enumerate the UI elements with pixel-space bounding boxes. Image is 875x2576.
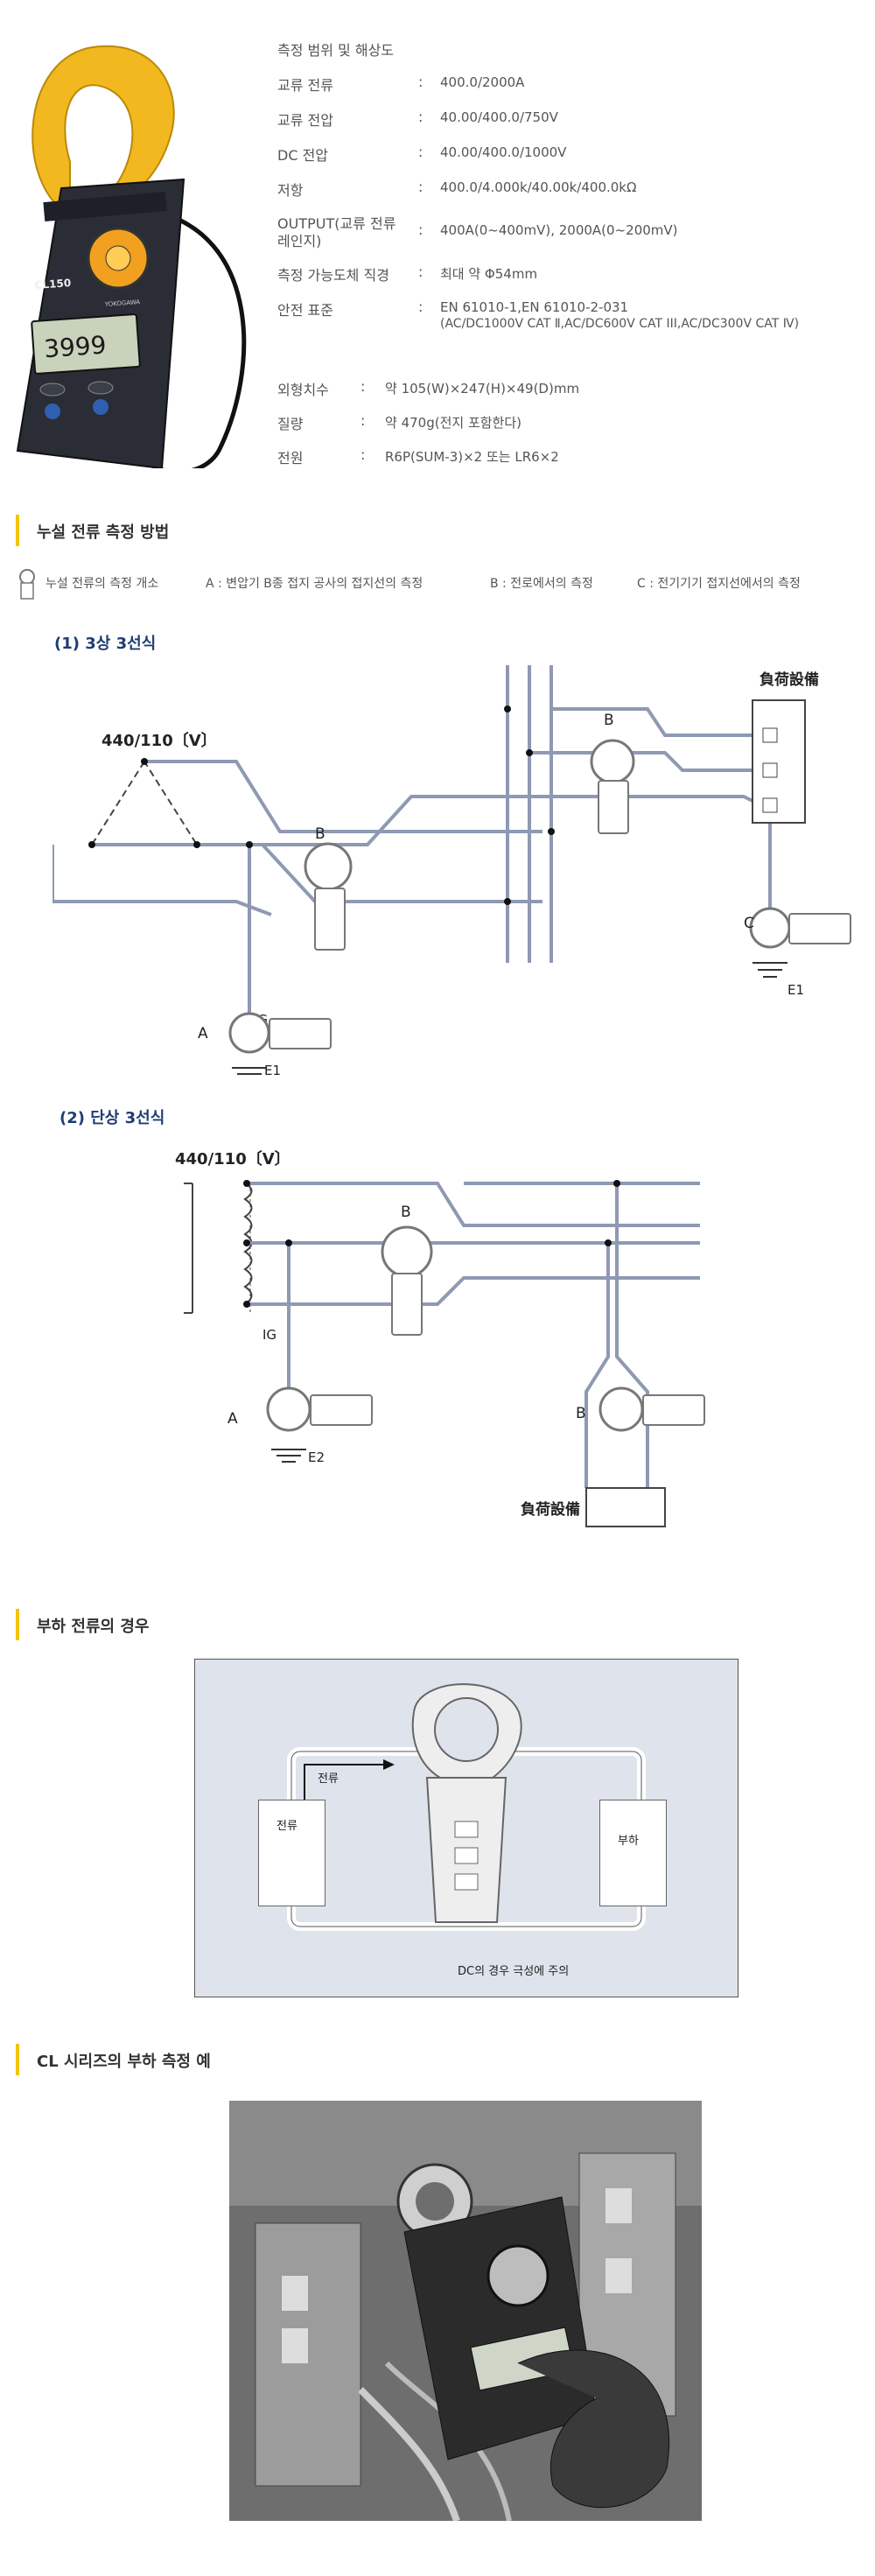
- legend-c: C : 전기기기 접지선에서의 측정: [637, 577, 801, 591]
- spec-value-mass: 약 470g(전지 포함한다): [385, 415, 522, 431]
- spec-value-ac-voltage: 40.00/400.0/750V: [440, 109, 558, 125]
- spec-value-ac-current: 400.0/2000A: [440, 74, 525, 90]
- single-phase-diagram: 440/110〔V〕 B B 負荷設備 IG A E2: [175, 1150, 705, 1527]
- example-section-heading: CL 시리즈의 부하 측정 예: [16, 2044, 211, 2075]
- load-box: 부하: [599, 1800, 667, 1906]
- example-photo: [229, 2101, 702, 2521]
- spec-label-ac-voltage: 교류 전압: [277, 112, 333, 129]
- spec-colon: :: [418, 109, 424, 125]
- source-box-label: 전류: [276, 1820, 298, 1833]
- spec-colon: :: [418, 221, 424, 238]
- spec-colon: :: [418, 179, 424, 195]
- clamp-meter-image: CL150 YOKOGAWA 3999: [16, 46, 247, 468]
- single-phase-subheading: (2) 단상 3선식: [60, 1109, 165, 1127]
- spec-heading: 측정 범위 및 해상도: [277, 42, 395, 59]
- spec-value-safety: EN 61010-1,EN 61010-2-031: [440, 299, 629, 315]
- spec-label-diameter: 측정 가능도체 직경: [277, 267, 389, 284]
- load-label: 負荷設備: [760, 670, 819, 689]
- source-box: 전류: [258, 1800, 326, 1906]
- load-current-diagram: 전류 전류 부하 DC의 경우 극성에 주의: [194, 1659, 738, 1997]
- leak-legend: 누설 전류의 측정 개소 A : 변압기 B종 접지 공사의 접지선의 측정 B…: [18, 569, 858, 600]
- spec-colon: :: [360, 378, 366, 395]
- spec-value-power: R6P(SUM-3)×2 또는 LR6×2: [385, 449, 559, 465]
- clamp-b-label: B: [576, 1405, 586, 1422]
- spec-value-dc-voltage: 40.00/400.0/1000V: [440, 144, 567, 160]
- spec-label-ac-current: 교류 전류: [277, 77, 333, 94]
- clamp-c-label: C: [744, 915, 754, 932]
- clamp-a-label: A: [198, 1025, 208, 1042]
- single-phase-wires: [247, 1182, 700, 1488]
- three-phase-wires: [52, 665, 772, 1015]
- spec-value-safety-line2: (AC/DC1000V CAT Ⅱ,AC/DC600V CAT III,AC/D…: [440, 317, 800, 331]
- clamp-b-label: B: [315, 825, 326, 843]
- ig-label: IG: [262, 1327, 276, 1343]
- spec-label-mass: 질량: [277, 416, 304, 432]
- load-section-title: 부하 전류의 경우: [37, 1618, 150, 1636]
- leak-section-heading: 누설 전류 측정 방법: [16, 515, 169, 546]
- voltage-label: 440/110〔V〕: [102, 732, 217, 750]
- spec-value-resistance: 400.0/4.000k/40.00k/400.0kΩ: [440, 179, 637, 195]
- legend-b: B : 전로에서의 측정: [490, 577, 593, 591]
- clamp-b-label: B: [401, 1204, 411, 1221]
- clamp-b-label: B: [604, 712, 614, 729]
- earth-e1-label: E1: [264, 1063, 281, 1077]
- spec-label-dc-voltage: DC 전압: [277, 147, 329, 164]
- load-section-heading: 부하 전류의 경우: [16, 1609, 149, 1640]
- meter-display: 3999: [43, 330, 107, 363]
- clamp-a-label: A: [228, 1410, 238, 1428]
- polarity-note: DC의 경우 극성에 주의: [458, 1965, 570, 1978]
- spec-label-dimensions: 외형치수: [277, 382, 329, 398]
- spec-colon: :: [418, 298, 424, 315]
- spec-colon: :: [418, 263, 424, 280]
- load-box-label: 부하: [618, 1835, 639, 1848]
- legend-label: 누설 전류의 측정 개소: [46, 577, 159, 591]
- clamp-legend-icon: [19, 569, 35, 600]
- spec-label-resistance: 저항: [277, 182, 304, 199]
- leak-section-title: 누설 전류 측정 방법: [37, 523, 170, 542]
- spec-value-diameter: 최대 약 Φ54mm: [440, 266, 538, 282]
- spec-value-dimensions: 약 105(W)×247(H)×49(D)mm: [385, 381, 580, 397]
- meter-brand: YOKOGAWA: [104, 298, 141, 308]
- three-phase-diagram: 440/110〔V〕 負荷設備 B B C E1 IG A: [52, 665, 851, 1077]
- three-phase-subheading: (1) 3상 3선식: [54, 635, 157, 653]
- example-section-title: CL 시리즈의 부하 측정 예: [37, 2053, 211, 2071]
- spec-colon: :: [418, 144, 424, 160]
- spec-label-power: 전원: [277, 450, 304, 467]
- spec-label-output: OUTPUT(교류 전류: [277, 215, 396, 232]
- load-label: 負荷設備: [521, 1500, 580, 1519]
- earth-e2-label: E2: [308, 1449, 325, 1465]
- spec-colon: :: [418, 74, 424, 90]
- current-arrow-label: 전류: [318, 1772, 339, 1786]
- meter-model: CL150: [34, 277, 71, 291]
- earth-e1-label: E1: [788, 982, 804, 998]
- spec-colon: :: [360, 412, 366, 429]
- spec-label-safety: 안전 표준: [277, 302, 333, 319]
- voltage-label: 440/110〔V〕: [175, 1150, 290, 1169]
- spec-value-output: 400A(0~400mV), 2000A(0~200mV): [440, 222, 678, 238]
- spec-label-output-line2: 레인지): [277, 233, 322, 249]
- legend-a: A : 변압기 B종 접지 공사의 접지선의 측정: [206, 577, 424, 591]
- spec-colon: :: [360, 446, 366, 463]
